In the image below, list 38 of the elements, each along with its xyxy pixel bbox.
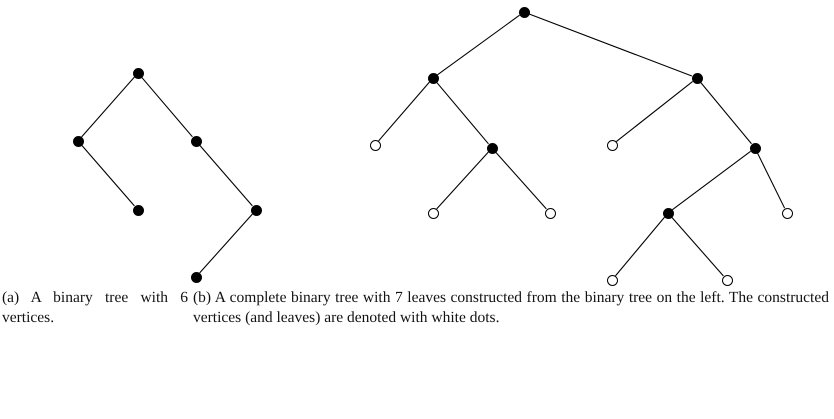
tree-edge [81, 144, 135, 206]
tree-edge [672, 150, 751, 210]
tree-edge [756, 152, 786, 208]
hollow-vertex-dot [722, 274, 732, 286]
tree-edge [615, 216, 665, 276]
tree-edge [616, 80, 694, 142]
hollow-vertex-dot [544, 208, 556, 218]
tree-edge [81, 76, 135, 138]
filled-vertex-dot [486, 142, 498, 154]
hollow-vertex-dot [606, 274, 618, 286]
tree-edge [199, 144, 253, 206]
tree-edge [378, 82, 430, 142]
filled-vertex-dot [662, 208, 674, 218]
tree-edge [437, 14, 520, 76]
tree-edge [436, 82, 489, 144]
filled-vertex-dot [190, 272, 202, 282]
tree-edge [671, 216, 724, 276]
hollow-vertex-dot [428, 208, 438, 218]
filled-vertex-dot [132, 204, 144, 216]
filled-vertex-dot [250, 204, 262, 216]
filled-vertex-dot [428, 72, 438, 84]
filled-vertex-dot [692, 72, 702, 84]
hollow-vertex-dot [370, 140, 380, 150]
hollow-vertex-dot [606, 140, 618, 150]
tree-edge [528, 13, 692, 77]
tree-edge [700, 82, 752, 144]
hollow-vertex-dot [782, 208, 792, 218]
tree-edge [141, 76, 193, 138]
filled-vertex-dot [750, 142, 760, 154]
tree-edge [199, 214, 253, 274]
filled-vertex-dot [518, 6, 530, 18]
filled-vertex-dot [72, 136, 84, 146]
filled-vertex-dot [132, 68, 144, 78]
figure-caption: (a) A binary tree with 6 vertices. [2, 288, 188, 328]
tree-edge [495, 152, 547, 210]
figure-caption: (b) A complete binary tree with 7 leaves constructed from the binary tree on the left. The constructed vertices (and leaves) are denoted with white dots. [193, 288, 829, 328]
filled-vertex-dot [190, 136, 202, 146]
tree-edge [436, 152, 489, 210]
